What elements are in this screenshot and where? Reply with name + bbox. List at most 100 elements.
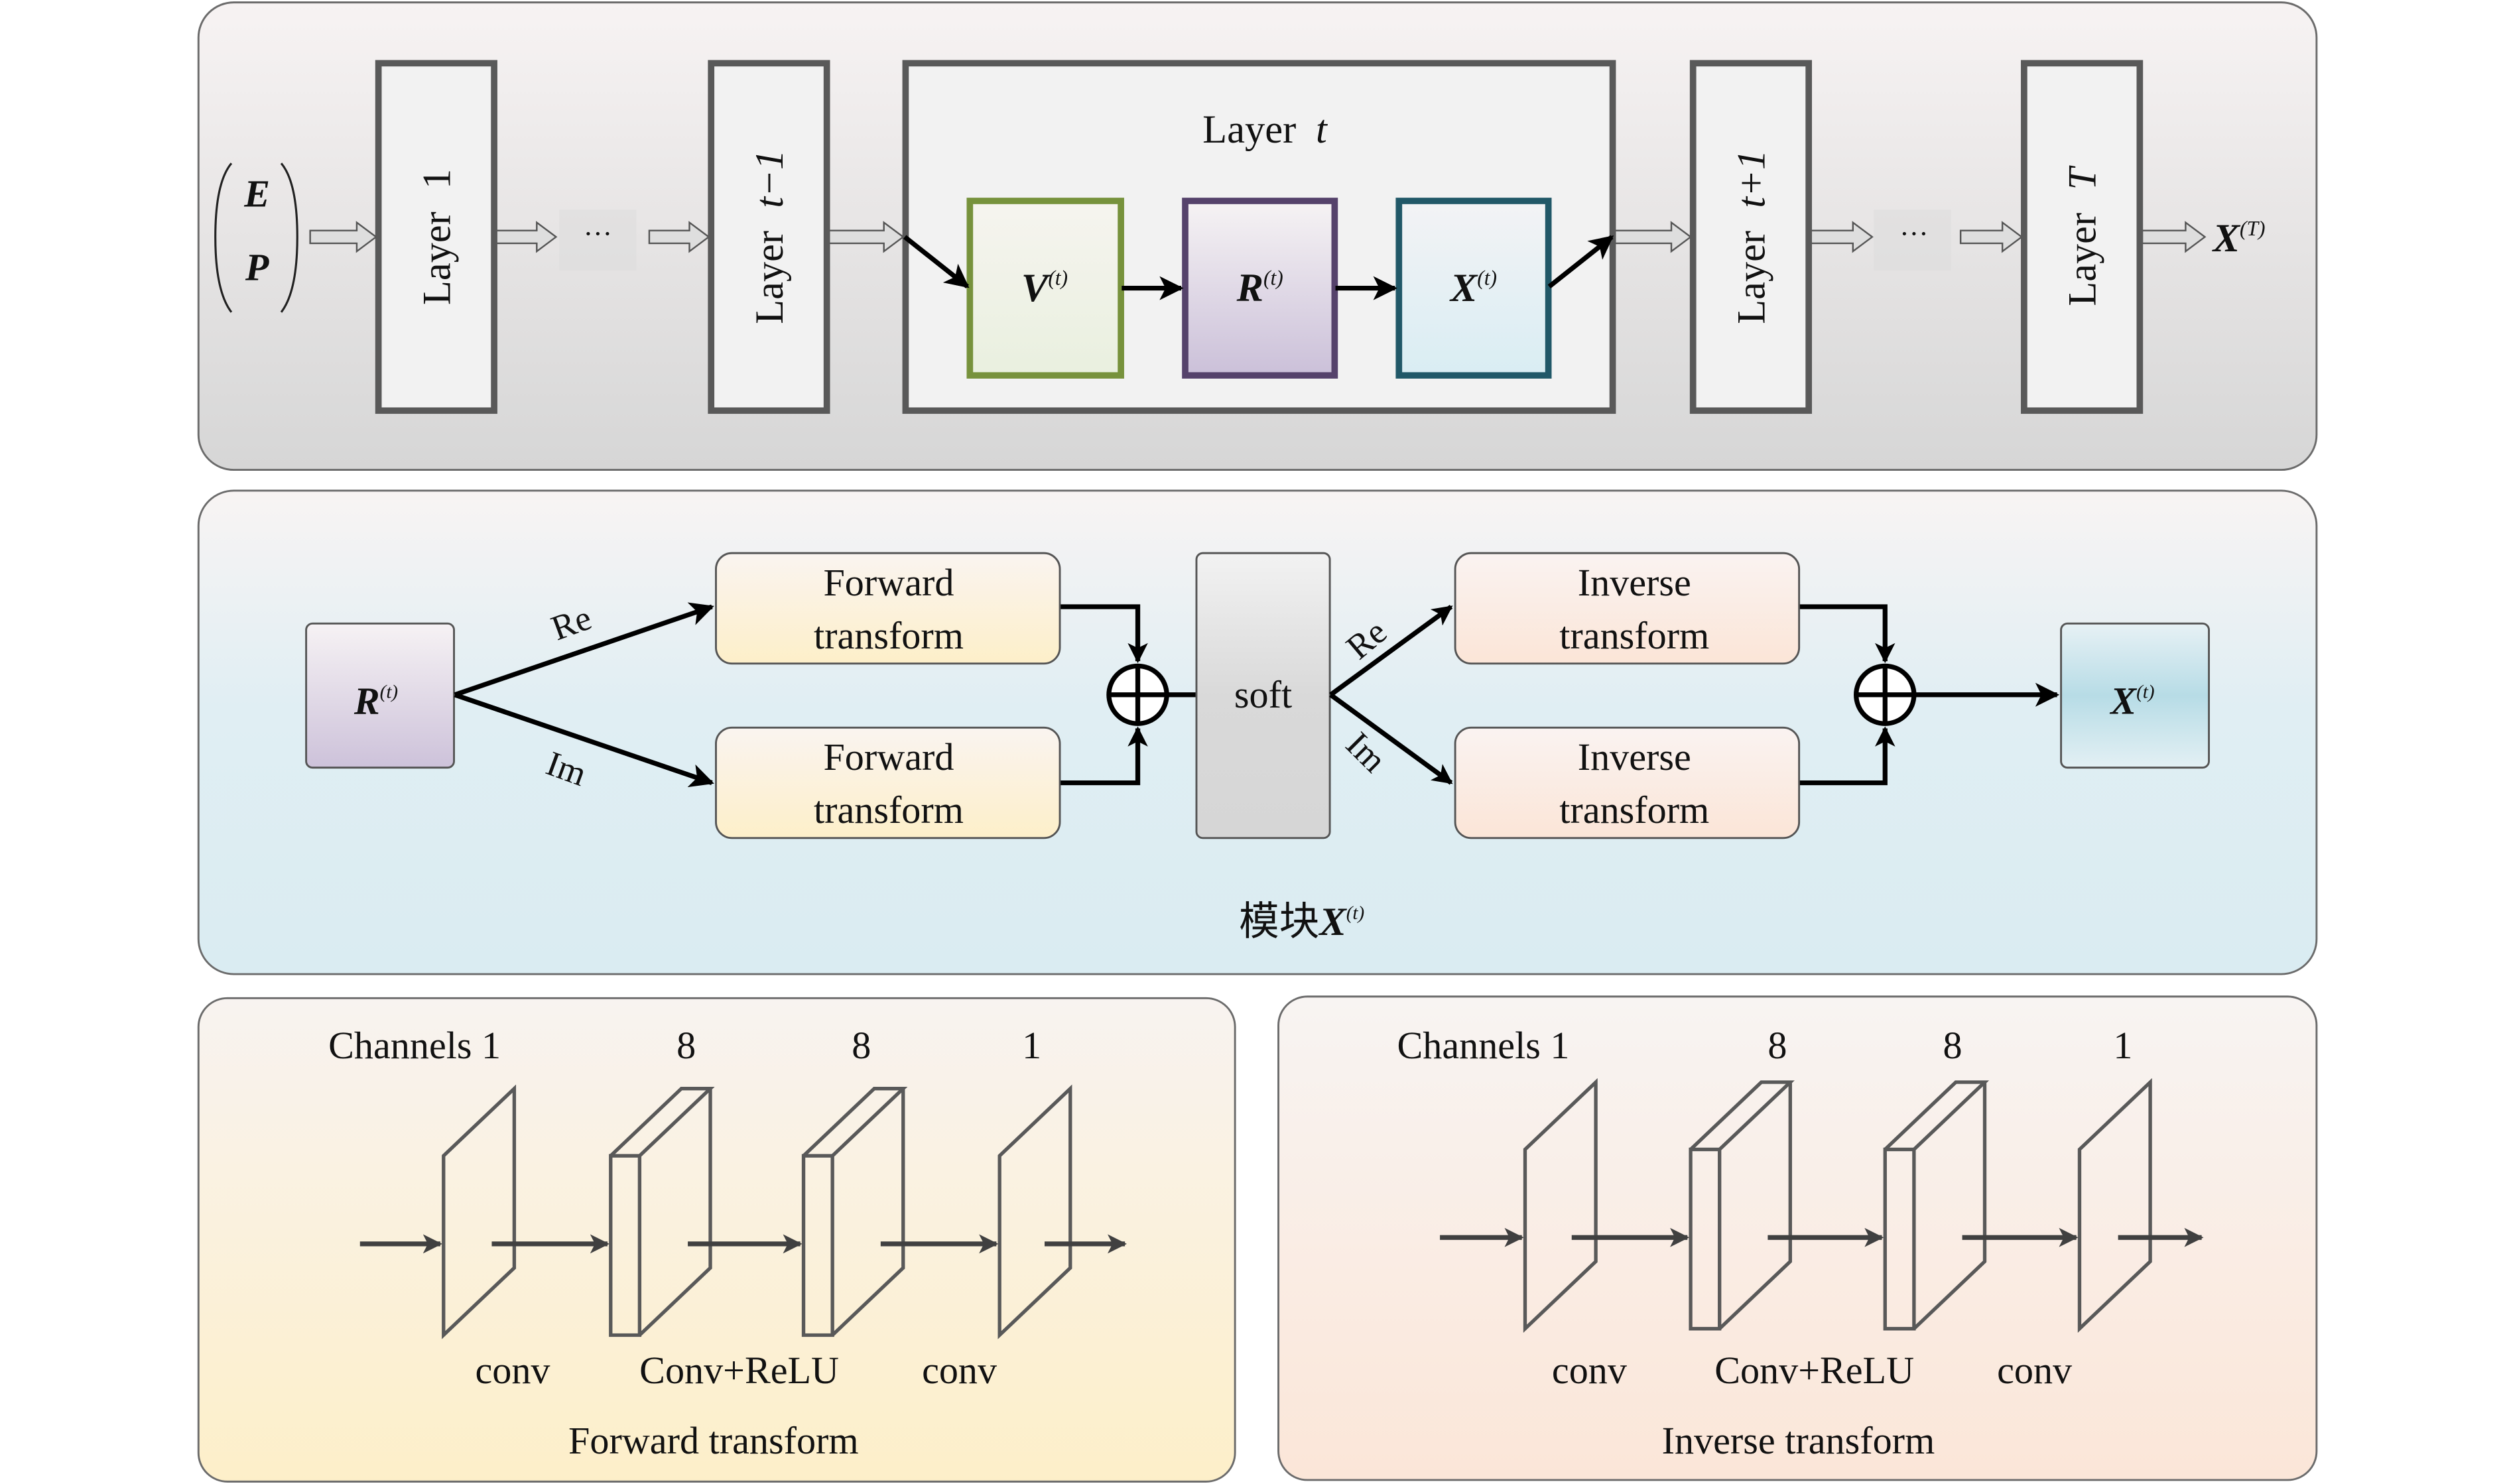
inverse-transform-box-im: Inverse transform: [1454, 726, 1801, 839]
channels-label: Channels 1: [1397, 1024, 1570, 1067]
feature-map-plane: [997, 1084, 1072, 1339]
svg-text:R(t): R(t): [354, 680, 398, 723]
layer-t-box: Layer t V(t) R(t) X(t): [902, 60, 1616, 414]
layer-t-minus-1-box: Layer t−1: [708, 60, 830, 414]
cnn-layers: [442, 1084, 1072, 1339]
hollow-arrow-icon: [826, 221, 905, 253]
middle-panel-caption: 模块X(t): [1239, 900, 1364, 944]
cnn-layers: [1523, 1078, 2152, 1333]
channel-count: 8: [1943, 1024, 1962, 1067]
module-x-superscript: (t): [1477, 267, 1497, 290]
module-r: R(t): [1182, 198, 1338, 379]
right-parenthesis: [280, 162, 298, 313]
svg-text:R(t): R(t): [1236, 266, 1283, 310]
svg-text:V(t): V(t): [1021, 266, 1068, 310]
svg-text:Layer 1: Layer 1: [415, 169, 459, 305]
input-e-symbol: E: [243, 172, 270, 216]
left-parenthesis: [214, 162, 233, 313]
svg-text:Layer t−1: Layer t−1: [747, 150, 792, 324]
arrow-inverse-im-to-sum: [1799, 726, 1896, 786]
layer-t-plus-1-box: Layer t+1: [1689, 60, 1813, 414]
feature-map-block: [1689, 1080, 1795, 1331]
hollow-arrow-icon: [1810, 221, 1874, 253]
ellipsis-right: ···: [1899, 218, 1929, 250]
layer-1-prefix: Layer: [415, 212, 459, 305]
bottom-panel-inverse-transform: Channels 1 8 8 1 conv Conv+Re: [1277, 995, 2318, 1481]
middle-input-r: R(t): [305, 622, 455, 769]
soft-threshold-box: soft: [1195, 552, 1331, 839]
arrow-r-to-forward-im: [454, 692, 714, 788]
input-p-symbol: P: [245, 246, 269, 289]
module-r-symbol: R: [1236, 266, 1263, 310]
channels-label: Channels 1: [328, 1024, 501, 1067]
layer-1-index: 1: [415, 169, 459, 189]
svg-text:Inverse: Inverse: [1578, 735, 1691, 778]
channel-count: 8: [1768, 1024, 1787, 1067]
arrow-soft-to-inverse-im: [1329, 692, 1453, 785]
hollow-arrow-icon: [1959, 221, 2024, 253]
channel-count: 8: [676, 1024, 696, 1067]
ellipsis-background: [1874, 210, 1951, 271]
channel-count: 1: [1022, 1024, 1041, 1067]
forward-transform-box-im: Forward transform: [715, 726, 1061, 839]
bottom-panel-forward-transform: Channels 1 8 8 1 conv Conv+Re: [197, 997, 1236, 1483]
feature-map-plane: [2077, 1078, 2152, 1333]
arrow-forward-im-to-sum: [1061, 726, 1148, 786]
feature-map-block: [1883, 1080, 1990, 1331]
forward-panel-background: [197, 997, 1236, 1483]
middle-panel-module-x: R(t) Re Im Forward transform Forward tra…: [197, 489, 2318, 975]
feature-map-block: [609, 1087, 715, 1337]
svg-text:transform: transform: [1559, 614, 1709, 657]
svg-text:Layer t+1: Layer t+1: [1729, 150, 1773, 324]
layer-T-prefix: Layer: [2061, 213, 2105, 306]
layer-1-box: Layer 1: [375, 60, 497, 414]
svg-text:transform: transform: [814, 788, 964, 832]
feature-map-plane: [442, 1084, 517, 1339]
svg-text:Layer T: Layer T: [2061, 165, 2105, 306]
op-label: conv: [1997, 1349, 2073, 1392]
layer-t-title: Layer t: [1202, 107, 1328, 152]
arrow-forward-re-to-sum: [1061, 604, 1148, 664]
module-v-superscript: (t): [1048, 267, 1068, 290]
layer-t-minus-1-prefix: Layer: [747, 231, 792, 324]
layer-T-box: Layer T: [2021, 60, 2144, 414]
arrow-inverse-re-to-sum: [1799, 604, 1896, 664]
output-x-T: X(T): [2212, 216, 2266, 261]
feature-map-plane: [1523, 1078, 1598, 1333]
forward-transform-box-re: Forward transform: [715, 552, 1061, 665]
arrow-out-of-x: [1547, 235, 1614, 288]
svg-text:Inverse: Inverse: [1578, 561, 1691, 604]
arrow-r-to-forward-re: [454, 602, 714, 698]
svg-text:transform: transform: [814, 614, 964, 657]
layer-T-index: T: [2061, 165, 2105, 190]
sum-node-left-icon: [1106, 663, 1169, 726]
svg-text:X(t): X(t): [1449, 266, 1497, 310]
forward-panel-title: Forward transform: [568, 1419, 859, 1462]
module-v: V(t): [966, 198, 1124, 379]
hollow-arrow-icon: [2141, 221, 2207, 253]
module-r-superscript: (t): [1263, 267, 1283, 290]
op-label: conv: [922, 1349, 997, 1392]
hollow-arrow-icon: [309, 221, 378, 253]
svg-text:X(t): X(t): [2109, 680, 2154, 723]
svg-text:transform: transform: [1559, 788, 1709, 832]
op-label: conv: [475, 1349, 550, 1392]
module-x-symbol: X: [1449, 266, 1478, 310]
arrow-into-v: [903, 235, 970, 288]
op-label: conv: [1552, 1349, 1628, 1392]
inverse-panel-title: Inverse transform: [1662, 1419, 1935, 1462]
svg-text:Forward: Forward: [823, 735, 954, 778]
soft-label: soft: [1234, 673, 1292, 716]
svg-text:Forward: Forward: [823, 561, 954, 604]
op-label: Conv+ReLU: [639, 1349, 839, 1392]
channel-count: 8: [852, 1024, 871, 1067]
top-panel-unrolled-network: E P ··· ··· Layer 1: [197, 1, 2318, 471]
inverse-transform-box-re: Inverse transform: [1454, 552, 1801, 665]
op-label: Conv+ReLU: [1714, 1349, 1914, 1392]
channel-count: 1: [2113, 1024, 2132, 1067]
layer-t-plus-1-prefix: Layer: [1729, 231, 1773, 324]
hollow-arrows: [309, 221, 2207, 253]
module-v-symbol: V: [1021, 266, 1051, 310]
hollow-arrow-icon: [1614, 221, 1693, 253]
